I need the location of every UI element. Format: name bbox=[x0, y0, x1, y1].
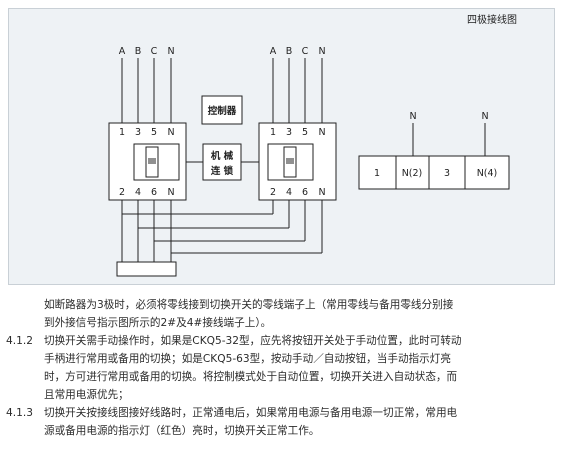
mechanical-interlock-box bbox=[202, 143, 242, 181]
left-incoming-terminals: A B C N bbox=[119, 46, 175, 57]
left-block-top-n: N bbox=[167, 127, 174, 138]
right-terminal-b: B bbox=[286, 46, 293, 57]
right-block-bottom-6: 6 bbox=[302, 187, 308, 198]
left-breaker-switch-icon bbox=[145, 146, 159, 178]
terminal-n-label-1: N bbox=[409, 111, 416, 122]
instructions-text: 如断路器为3极时，必须将零线接到切换开关的零线端子上（常用零线与备用零线分别接 … bbox=[0, 296, 563, 440]
left-block-top-1: 1 bbox=[119, 127, 125, 138]
right-block-top-1: 1 bbox=[270, 127, 276, 138]
output-wires bbox=[121, 200, 323, 262]
wiring-diagram-panel: 四极接线图 A B C N A B C N 控制器 bbox=[8, 8, 555, 285]
text-line: 且常用电源优先； bbox=[44, 389, 129, 401]
paragraph-4-1-2: 4.1.2 切换开关需手动操作时，如果是CKQ5-32型，应先将按钮开关处于手动… bbox=[0, 332, 563, 404]
right-block-bottom-4: 4 bbox=[286, 187, 292, 198]
left-block-bottom-n: N bbox=[167, 187, 174, 198]
terminal-n-label-2: N bbox=[481, 111, 488, 122]
load-terminal-box bbox=[116, 261, 177, 277]
controller-label: 控制器 bbox=[208, 105, 237, 117]
left-incoming-wires bbox=[121, 58, 172, 123]
right-incoming-wires bbox=[272, 58, 323, 123]
right-terminal-a: A bbox=[270, 46, 277, 57]
diagram-title: 四极接线图 bbox=[467, 13, 517, 26]
paragraph-4-1-3: 4.1.3 切换开关按接线图接好线路时，正常通电后，如果常用电源与备用电源一切正… bbox=[0, 404, 563, 440]
right-block-bottom-n: N bbox=[318, 187, 325, 198]
left-block-bottom-6: 6 bbox=[151, 187, 157, 198]
text-line: 切换开关需手动操作时，如果是CKQ5-32型，应先将按钮开关处于手动位置，此时可… bbox=[44, 335, 462, 347]
interlock-label-line1: 机 械 bbox=[211, 150, 234, 162]
signal-terminal-strip: 1 N(2) 3 N(4) bbox=[358, 155, 510, 190]
right-block-top-5: 5 bbox=[302, 127, 308, 138]
right-block-top-n: N bbox=[318, 127, 325, 138]
text-line: 源或备用电源的指示灯（红色）亮时，切换开关正常工作。 bbox=[44, 425, 320, 437]
text-line: 时，方可进行常用或备用的切换。将控制模式处于自动位置，切换开关进入自动状态，而 bbox=[44, 371, 458, 383]
section-number: 4.1.2 bbox=[6, 335, 33, 347]
text-line: 到外接信号指示图所示的2#及4#接线端子上）。 bbox=[44, 317, 272, 329]
right-block-top-3: 3 bbox=[286, 127, 292, 138]
terminal-cell-2: N(2) bbox=[402, 168, 423, 179]
paragraph-neutral-wiring: 如断路器为3极时，必须将零线接到切换开关的零线端子上（常用零线与备用零线分别接 … bbox=[0, 296, 563, 332]
left-block-top-5: 5 bbox=[151, 127, 157, 138]
left-terminal-n: N bbox=[167, 46, 174, 57]
left-block-bottom-2: 2 bbox=[119, 187, 125, 198]
right-incoming-terminals: A B C N bbox=[270, 46, 326, 57]
left-block-bottom-4: 4 bbox=[135, 187, 141, 198]
left-block-top-3: 3 bbox=[135, 127, 141, 138]
terminal-cell-1: 1 bbox=[374, 168, 380, 179]
left-terminal-b: B bbox=[135, 46, 142, 57]
right-block-bottom-2: 2 bbox=[270, 187, 276, 198]
section-number: 4.1.3 bbox=[6, 407, 33, 419]
right-breaker-switch-icon bbox=[283, 146, 297, 178]
left-terminal-c: C bbox=[151, 46, 158, 57]
left-terminal-a: A bbox=[119, 46, 126, 57]
terminal-cell-3: 3 bbox=[444, 168, 450, 179]
terminal-cell-4: N(4) bbox=[477, 168, 498, 179]
right-terminal-n: N bbox=[318, 46, 325, 57]
text-line: 切换开关按接线图接好线路时，正常通电后，如果常用电源与备用电源一切正常，常用电 bbox=[44, 407, 458, 419]
text-line: 如断路器为3极时，必须将零线接到切换开关的零线端子上（常用零线与备用零线分别接 bbox=[44, 299, 454, 311]
interlock-label-line2: 连 锁 bbox=[211, 165, 234, 177]
text-line: 手柄进行常用或备用的切换；如是CKQ5-63型，按动手动／自动按钮，当手动指示灯… bbox=[44, 353, 451, 365]
controller-box bbox=[201, 95, 243, 125]
four-pole-wiring-diagram: 四极接线图 A B C N A B C N 控制器 bbox=[108, 13, 517, 277]
right-terminal-c: C bbox=[302, 46, 309, 57]
